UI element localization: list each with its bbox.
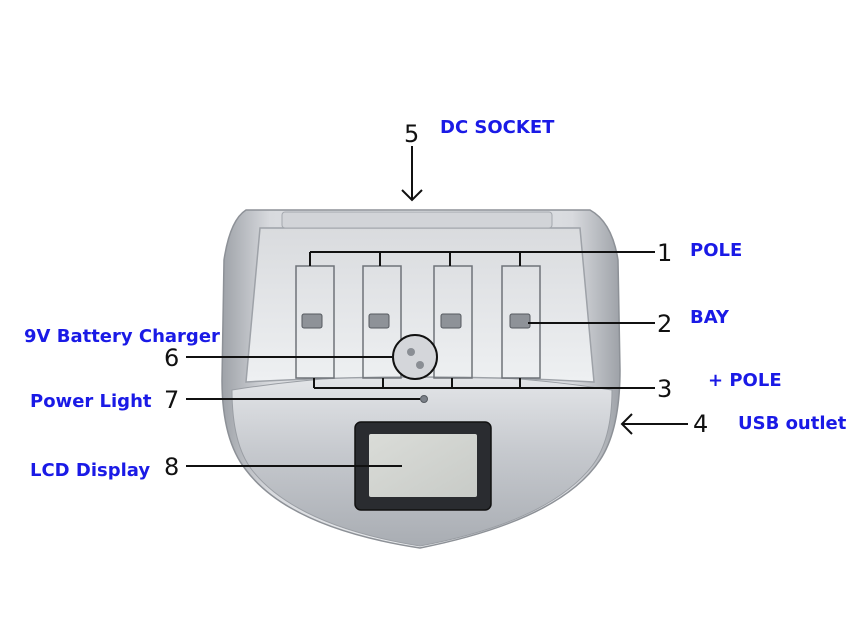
callout-number-3: 3 bbox=[657, 375, 672, 403]
lcd-screen bbox=[369, 434, 477, 497]
label-dc-socket: DC SOCKET bbox=[440, 117, 555, 138]
arrowhead-5 bbox=[401, 189, 423, 202]
nine-volt-terminal bbox=[416, 361, 424, 369]
callout-number-6: 6 bbox=[164, 344, 179, 372]
pole-contact bbox=[301, 313, 323, 329]
power-light bbox=[420, 395, 428, 403]
pole-contact bbox=[509, 313, 531, 329]
nine-volt-connector bbox=[392, 334, 438, 380]
callout-number-8: 8 bbox=[164, 453, 179, 481]
nine-volt-terminal bbox=[407, 348, 415, 356]
label-plus-pole: + POLE bbox=[708, 370, 782, 391]
bay-contacts bbox=[301, 313, 531, 329]
callout-number-1: 1 bbox=[657, 239, 672, 267]
pole-contact bbox=[440, 313, 462, 329]
dc-socket bbox=[281, 211, 553, 229]
label-pole: POLE bbox=[690, 240, 742, 261]
callout-lines bbox=[186, 146, 688, 467]
label-lcd-display: LCD Display bbox=[30, 460, 150, 481]
pole-contact bbox=[368, 313, 390, 329]
label-bay: BAY bbox=[690, 307, 730, 328]
label-9v-battery-charger: 9V Battery Charger bbox=[24, 326, 220, 347]
callout-number-5: 5 bbox=[404, 120, 419, 148]
callout-number-4: 4 bbox=[693, 410, 708, 438]
charger-body bbox=[221, 209, 621, 549]
arrowhead-4 bbox=[620, 413, 633, 435]
callout-labels: DC SOCKET POLE BAY + POLE USB outlet 9V … bbox=[24, 117, 847, 481]
callout-number-7: 7 bbox=[164, 386, 179, 414]
label-usb-outlet: USB outlet bbox=[738, 413, 847, 434]
label-power-light: Power Light bbox=[30, 391, 152, 412]
callout-numbers: 5 1 2 3 4 6 7 8 bbox=[164, 120, 708, 481]
callout-number-2: 2 bbox=[657, 310, 672, 338]
